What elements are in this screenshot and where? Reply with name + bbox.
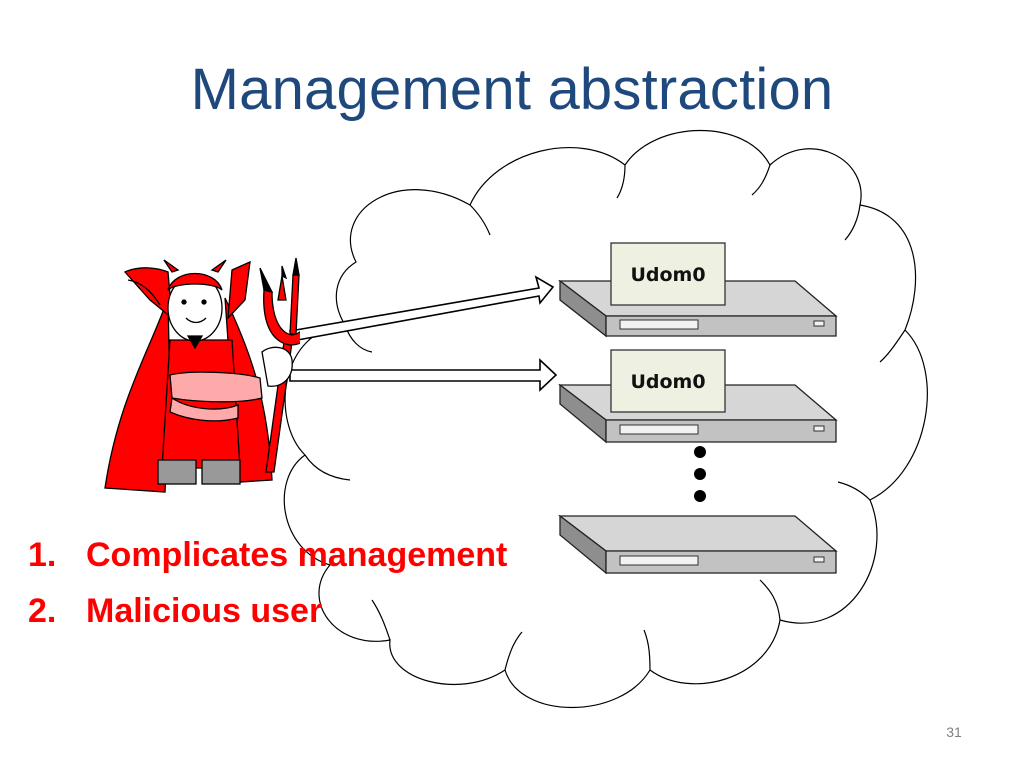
- list-number: 2.: [28, 592, 57, 630]
- slide-title: Management abstraction: [190, 57, 834, 122]
- arrow-icon: [289, 275, 555, 342]
- bullet-list: 1. Complicates management 2. Malicious use…: [28, 533, 507, 645]
- list-item: 2. Malicious user: [28, 589, 507, 645]
- udom0-label: Udom0: [630, 264, 705, 286]
- page-number: 31: [946, 724, 962, 740]
- dom0-box: [610, 242, 726, 306]
- arrow-to-server-1: [289, 275, 555, 342]
- list-item: 1. Complicates management: [28, 533, 507, 589]
- arrow-to-server-2: [289, 358, 558, 392]
- server-2: Udom0: [558, 349, 838, 444]
- server-3: [558, 514, 838, 575]
- server-icon: [558, 514, 838, 575]
- devil-figure-icon: [104, 257, 300, 493]
- ellipsis-icon: [694, 446, 706, 502]
- dom0-box: [610, 349, 726, 413]
- list-number: 1.: [28, 536, 57, 574]
- list-text: Malicious user: [86, 592, 323, 630]
- arrow-icon: [289, 358, 558, 392]
- udom0-label: Udom0: [630, 371, 705, 393]
- server-1: Udom0: [558, 242, 838, 338]
- list-text: Complicates management: [86, 536, 508, 574]
